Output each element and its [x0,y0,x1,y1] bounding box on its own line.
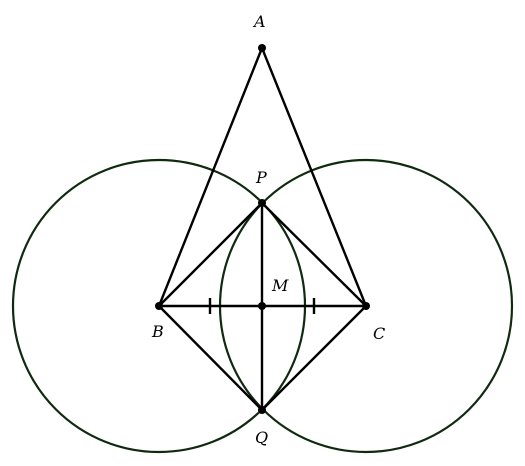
segment-qb [158,305,263,411]
label-a: A [252,12,266,31]
label-p: P [255,168,267,187]
point-a [258,44,266,52]
label-q: Q [255,428,268,447]
label-m: M [271,276,289,295]
segment-cq [261,305,367,411]
point-m [258,302,266,310]
label-c: C [373,324,385,343]
point-q [258,406,266,414]
label-b: B [151,322,164,341]
segment-ac [260,47,368,307]
segment-bp [158,202,263,307]
point-p [258,199,266,207]
segment-pc [261,202,367,307]
segment-ab [157,47,264,307]
point-b [155,302,163,310]
point-c [362,302,370,310]
